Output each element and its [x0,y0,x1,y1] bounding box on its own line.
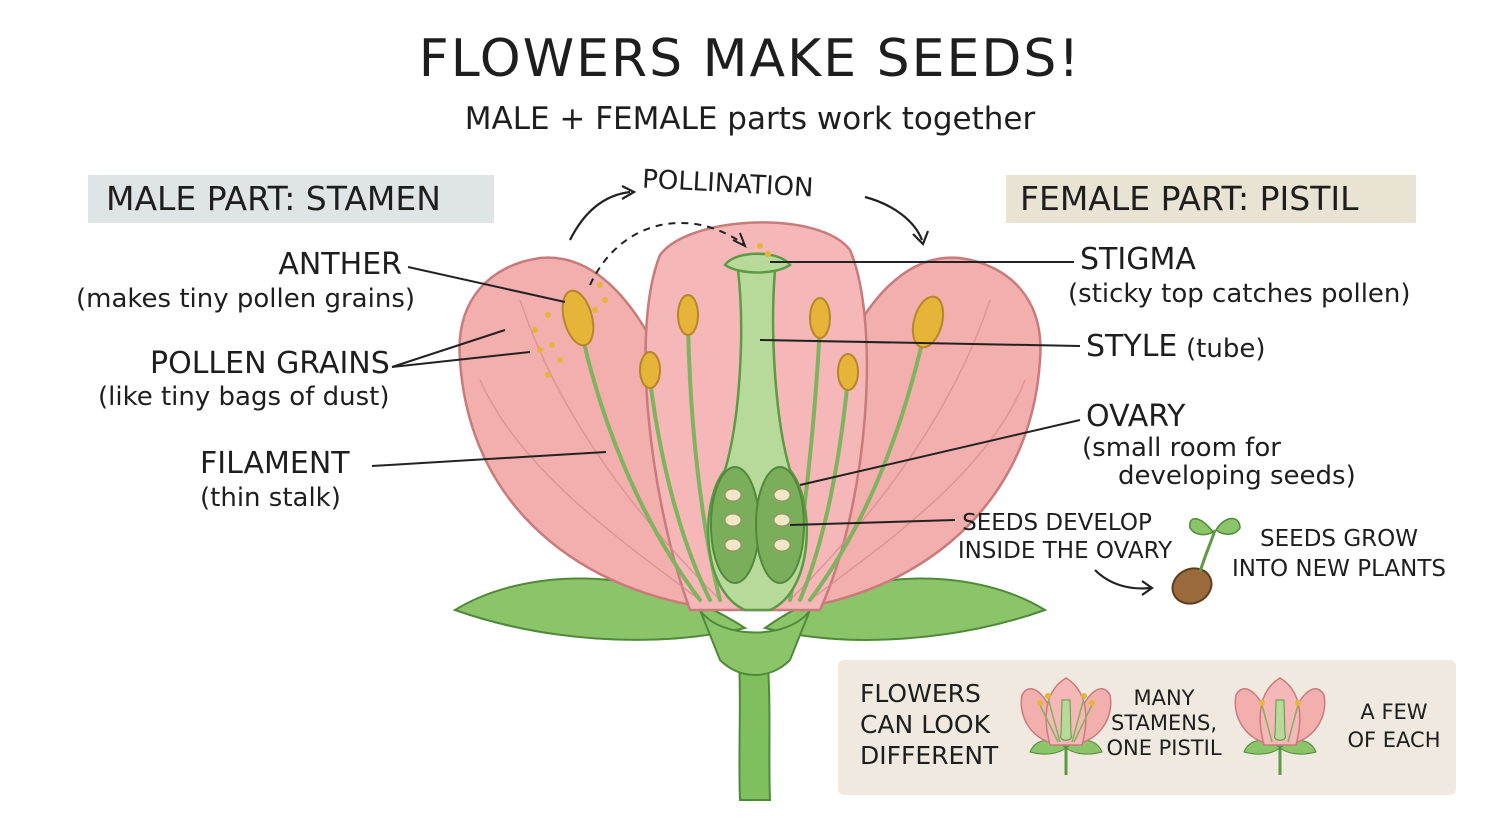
seed-icon [1171,567,1213,605]
label-ovary-desc-2: developing seeds) [1118,461,1356,491]
page-subtitle: MALE + FEMALE parts work together [464,101,1036,137]
pollen-grains [532,243,771,378]
label-pollen-grains: POLLEN GRAINS [150,346,390,381]
female-part-banner: FEMALE PART: PISTIL [1020,179,1359,218]
stigma-shape [723,252,792,274]
variety-heading-2: CAN LOOK [860,710,990,739]
label-stigma-desc: (sticky top catches pollen) [1068,279,1411,309]
seeds-develop-line2: INSIDE THE OVARY [957,538,1173,564]
pollination-arrow-right [864,195,924,241]
example2-line2: OF EACH [1347,728,1441,752]
example1-line2: STAMENS, [1111,711,1217,735]
label-style-desc: (tube) [1186,334,1266,364]
example1-line3: ONE PISTIL [1106,736,1222,760]
sprout-stem-icon [1198,529,1217,573]
seeds-develop-line1: SEEDS DEVELOP [962,510,1152,536]
female-banner-bg [1006,175,1416,223]
label-filament-desc: (thin stalk) [200,483,341,513]
sprout-leaf-left-icon [1189,518,1215,536]
seed-arrow [1094,569,1151,590]
label-ovary: OVARY [1086,399,1186,434]
pollen-path-dashed [589,222,746,286]
label-anther-desc: (makes tiny pollen grains) [76,284,416,314]
label-stigma: STIGMA [1080,242,1196,277]
many-stamens-flower-icon [1020,677,1112,775]
filaments [578,323,927,602]
few-of-each-flower-icon [1234,677,1326,775]
example1-line1: MANY [1133,686,1195,710]
label-pollen-desc: (like tiny bags of dust) [98,382,390,412]
label-filament: FILAMENT [200,446,350,481]
ovules [724,488,791,552]
variety-heading-1: FLOWERS [860,679,981,708]
sprout-leaf-right-icon [1215,517,1241,535]
label-anther: ANTHER [278,247,402,282]
stem [736,639,772,801]
male-part-banner: MALE PART: STAMEN [106,179,441,218]
label-ovary-desc-1: (small room for [1082,433,1281,463]
flower-variety-box [838,660,1456,795]
pollination-arrow-left [569,190,631,241]
male-banner-bg [88,175,494,223]
variety-heading-3: DIFFERENT [860,741,999,770]
label-style: STYLE [1086,329,1178,364]
seeds-grow-line2: INTO NEW PLANTS [1231,556,1447,582]
leader-lines [371,261,1081,526]
example2-line1: A FEW [1360,700,1428,724]
anthers [561,289,945,391]
seeds-grow-line1: SEEDS GROW [1260,526,1418,552]
page-title: FLOWERS MAKE SEEDS! [418,29,1082,89]
